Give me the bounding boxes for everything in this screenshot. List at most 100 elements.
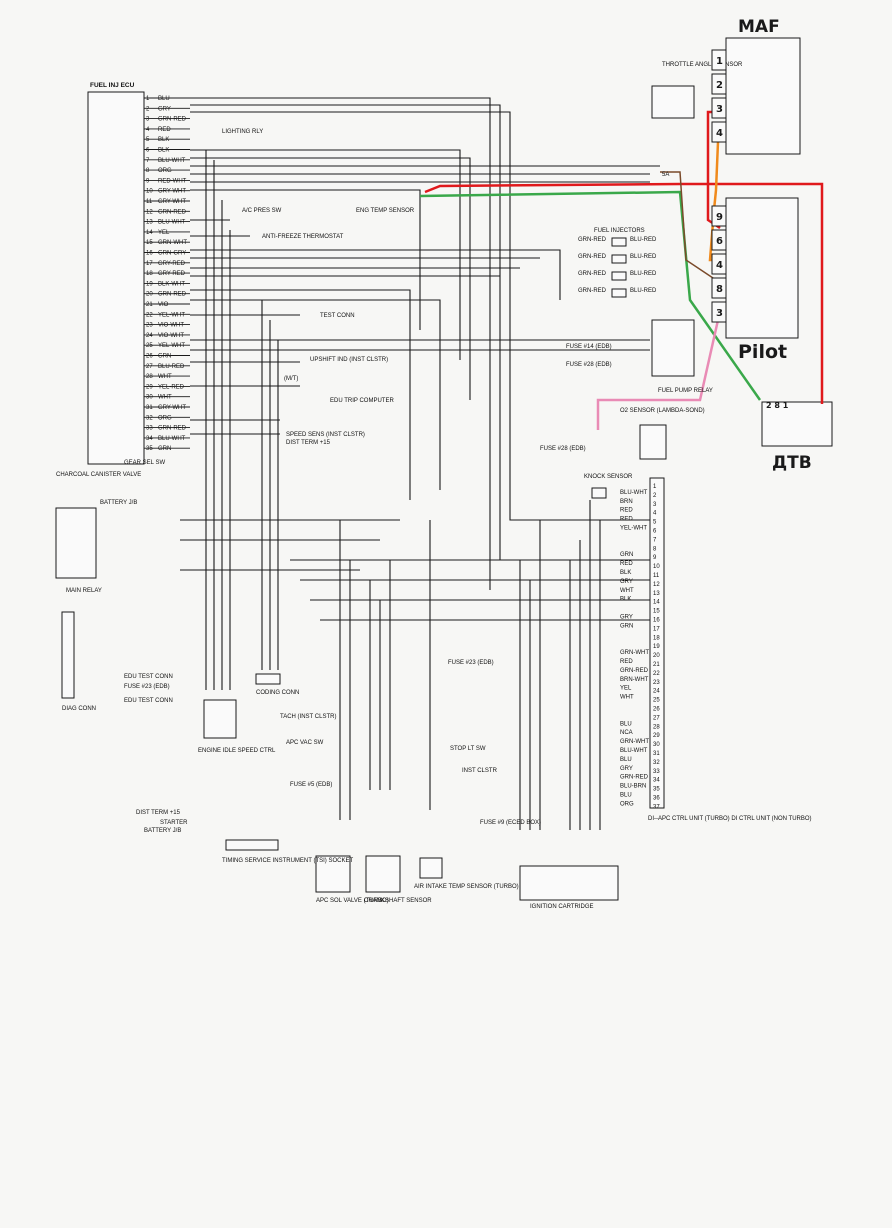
ecu-pin-number: 21 (146, 302, 153, 308)
ecu-pin-wire: GRN-WHT (158, 240, 187, 246)
di-apc-pin-wire: ORG (620, 801, 634, 807)
di-apc-pin-wire: WHT (620, 695, 634, 701)
dtb-box (761, 401, 833, 447)
injector (611, 288, 627, 298)
edu-test2-label: EDU TEST CONN (124, 698, 173, 704)
di-apc-pin-number: 6 (653, 529, 657, 535)
pilot-pin-cell (711, 253, 727, 275)
battery-jb-label: BATTERY J/B (100, 500, 137, 506)
di-apc-pin-number: 2 (653, 493, 657, 499)
coding-conn-label: CODING CONN (256, 690, 299, 696)
gear-sel-label: GEAR SEL SW (124, 460, 165, 466)
injector-wire-left: GRN-RED (578, 237, 607, 243)
starter-label: STARTER (160, 820, 188, 826)
tach-label: TACH (INST CLSTR) (280, 714, 336, 720)
pilot-pin-cell (711, 205, 727, 227)
diag-conn-label: DIAG CONN (62, 706, 96, 712)
maf-pin-number: 3 (716, 104, 723, 115)
di-apc-pin-wire: GRN (620, 623, 633, 629)
ecu-pin-wire: WHT (158, 395, 172, 401)
maf-pin-number: 4 (716, 128, 723, 139)
ecu-pin-wire: RED (158, 127, 171, 133)
di-apc-pin-number: 36 (653, 796, 660, 802)
di-apc-pin-number: 21 (653, 662, 660, 668)
ecu-pin-number: 9 (146, 178, 150, 184)
ecu-title: FUEL INJ ECU (90, 82, 135, 89)
di-apc-pin-number: 24 (653, 689, 660, 695)
di-apc-pin-number: 22 (653, 671, 660, 677)
crankshaft-sensor-box (365, 855, 401, 893)
pilot-box (725, 197, 799, 339)
di-apc-pin-number: 8 (653, 546, 657, 552)
air-intake-sensor-box (419, 857, 443, 879)
di-apc-pin-number: 34 (653, 778, 660, 784)
upshift-label: UPSHIFT IND (INST CLSTR) (310, 357, 388, 363)
di-apc-pin-number: 23 (653, 680, 660, 686)
pilot-pin-number: 3 (716, 308, 723, 319)
ecu-pin-number: 25 (146, 343, 153, 349)
ecu-pin-wire: RED-WHT (158, 178, 187, 184)
di-apc-pin-wire: BLU-WHT (620, 748, 648, 754)
injector (611, 237, 627, 247)
di-apc-pin-list: 12BLU-WHT3BRN4RED5RED6YEL-WHT789GRN10RED… (620, 484, 660, 810)
ecu-pin-number: 5 (146, 137, 150, 143)
ecu-pin-wire: ORG (158, 415, 172, 421)
edu-test-label: EDU TEST CONN (124, 674, 173, 680)
test-conn-label: TEST CONN (320, 313, 355, 319)
ecu-pin-wire: GRN (158, 354, 171, 360)
pilot-handwritten: Pilot (738, 341, 787, 363)
ecu-pin-wire: GRN (158, 446, 171, 452)
fuel-inj-label: FUEL INJECTORS (594, 228, 645, 234)
ecu-pin-number: 6 (146, 148, 150, 154)
di-apc-pin-number: 28 (653, 724, 660, 730)
ecu-pin-wire: BLK (158, 148, 169, 154)
coding-conn-box (255, 673, 281, 685)
ecu-pin-wire: YEL-RED (158, 384, 185, 390)
knock-label: KNOCK SENSOR (584, 474, 633, 480)
charcoal-label: CHARCOAL CANISTER VALVE (56, 472, 141, 478)
mt-label: (M/T) (284, 376, 298, 382)
fuel-pump-label: FUEL PUMP RELAY (658, 388, 713, 394)
dist-term-label: DIST TERM +15 (286, 440, 331, 446)
bus-wires (180, 97, 660, 830)
idle-speed-label: ENGINE IDLE SPEED CTRL (198, 748, 276, 754)
injector-wire-right: BLU-RED (630, 254, 657, 260)
di-apc-pin-wire: BRN (620, 499, 633, 505)
ecu-pin-wire: GRY-WHT (158, 405, 186, 411)
di-apc-pin-wire: BLK (620, 570, 631, 576)
di-apc-pin-wire: RED (620, 508, 633, 514)
di-apc-pin-number: 33 (653, 769, 660, 775)
di-apc-pin-number: 19 (653, 644, 660, 650)
injector-wire-left: GRN-RED (578, 271, 607, 277)
ecu-pin-wire: BLK-WHT (158, 281, 185, 287)
pilot-pin-cell (711, 301, 727, 323)
di-apc-pin-number: 17 (653, 626, 660, 632)
ignition-label: IGNITION CARTRIDGE (530, 904, 594, 910)
fuse-5a-label: 5A (662, 172, 669, 178)
ecu-pin-wire: GRY-WHT (158, 199, 186, 205)
di-apc-pin-number: 35 (653, 787, 660, 793)
ecu-pin-wire: BLK (158, 137, 169, 143)
di-apc-pin-wire: GRN-RED (620, 775, 649, 781)
o2-label: O2 SENSOR (LAMBDA-SOND) (620, 408, 705, 414)
ecu-pin-wire: BLU-RED (158, 364, 185, 370)
ecu-pin-wire: VIO-WHT (158, 323, 184, 329)
di-apc-pin-number: 12 (653, 582, 660, 588)
eng-temp-label: ENG TEMP SENSOR (356, 208, 415, 214)
dtb-handwritten: ДТВ (772, 453, 812, 473)
di-apc-pin-wire: BRN-WHT (620, 677, 649, 683)
di-apc-pin-number: 11 (653, 573, 660, 579)
di-apc-pin-number: 3 (653, 502, 657, 508)
fuse5-label: FUSE #5 (EDB) (290, 782, 332, 788)
maf-box (725, 37, 801, 155)
ecu-pin-wire: GRN-RED (158, 117, 187, 123)
crank-label: CRANKSHAFT SENSOR (364, 898, 432, 904)
di-apc-pin-wire: YEL-WHT (620, 526, 647, 532)
di-apc-connector (649, 477, 665, 809)
ecu-pin-number: 34 (146, 436, 153, 442)
fuse28-label: FUSE #28 (EDB) (566, 362, 612, 368)
